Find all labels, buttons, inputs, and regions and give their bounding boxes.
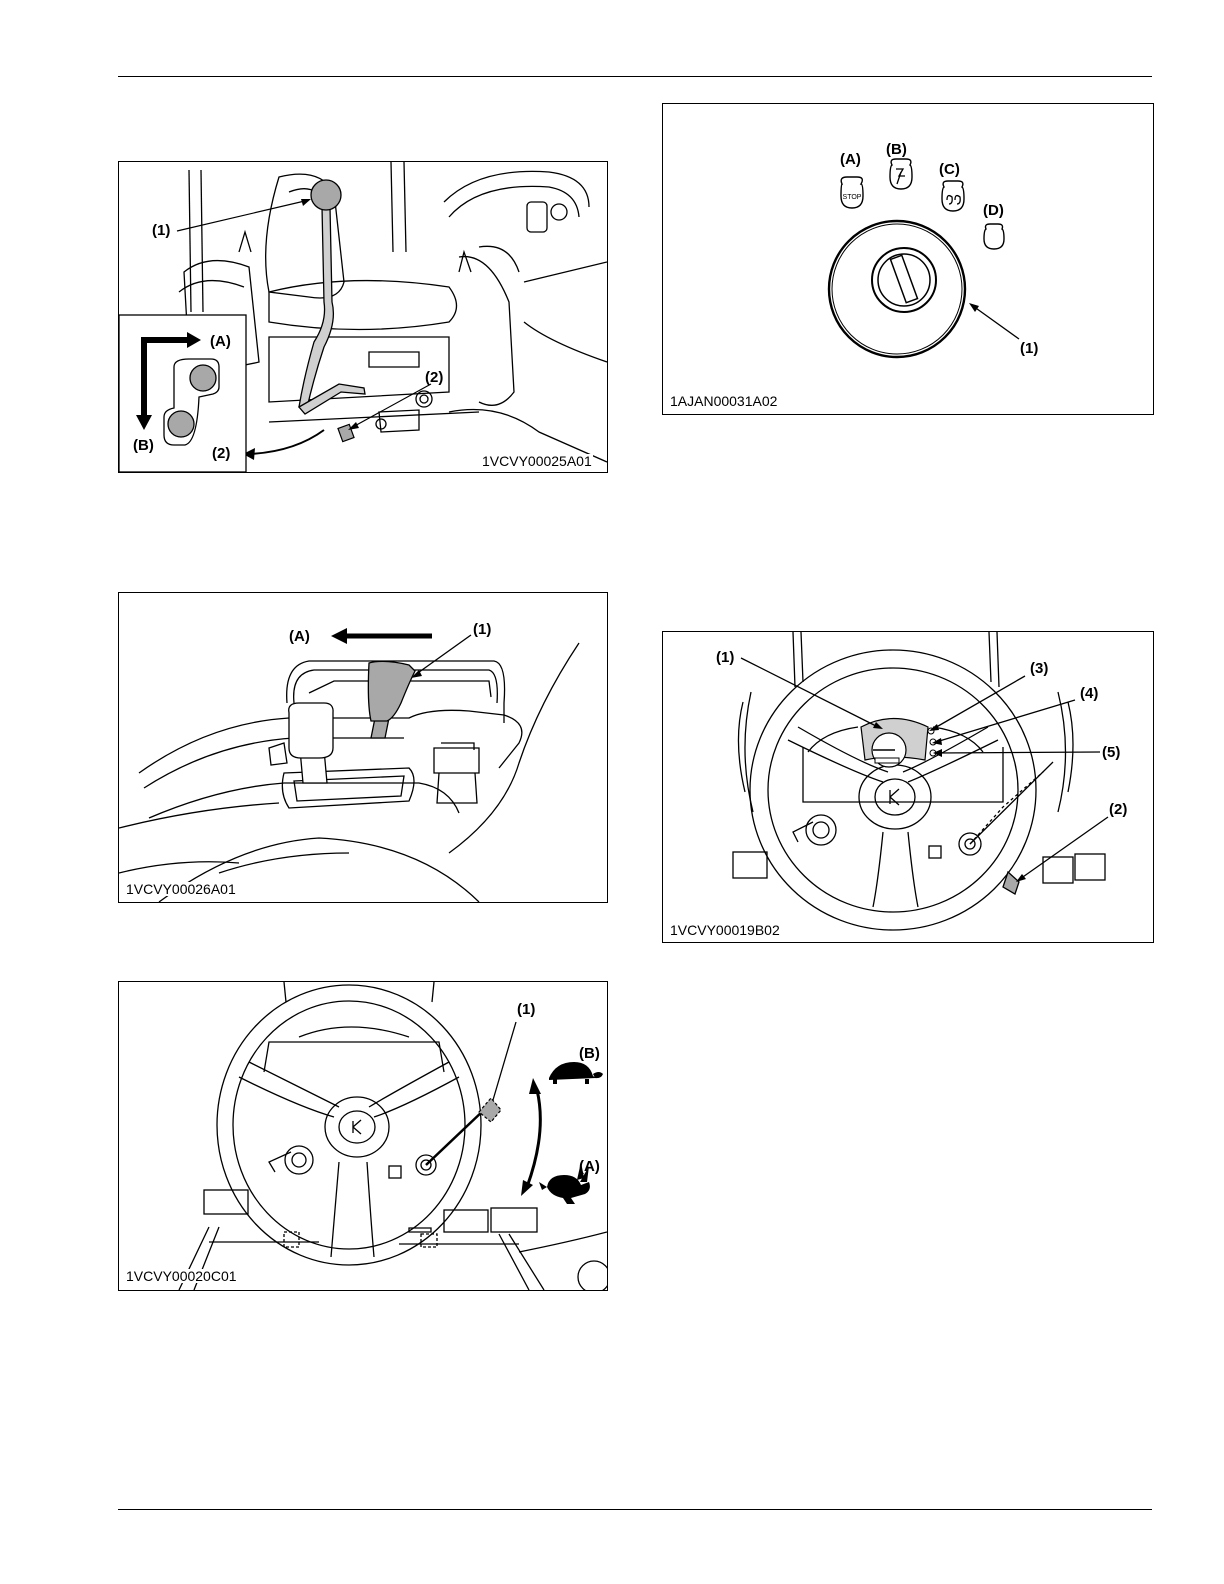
label-throttle-lever: (1) xyxy=(517,1002,535,1017)
label-direction: (A) xyxy=(289,629,310,644)
figure-code: 1AJAN00031A02 xyxy=(669,394,778,408)
parking-lever-illustration xyxy=(119,593,607,902)
label-fast: (A) xyxy=(579,1159,600,1174)
label-position-c: (C) xyxy=(939,162,960,177)
turtle-icon xyxy=(549,1062,603,1084)
figure-code: 1VCVY00025A01 xyxy=(481,454,593,468)
label-slow: (B) xyxy=(579,1046,600,1061)
label-dash-2: (2) xyxy=(1109,802,1127,817)
label-inset-button: (2) xyxy=(212,446,230,461)
figure-code: 1VCVY00019B02 xyxy=(669,923,781,937)
figure-dash-panel: (1) (3) (4) (5) (2) 1VCVY00019B02 xyxy=(662,631,1154,943)
stop-icon-text: STOP xyxy=(843,194,862,201)
label-key-switch: (1) xyxy=(1020,341,1038,356)
figure-range-gear-lever: (1) (2) (A) (B) (2) 1VCVY00025A01 xyxy=(118,161,608,473)
label-dash-3: (3) xyxy=(1030,661,1048,676)
figure-code: 1VCVY00026A01 xyxy=(125,882,237,896)
label-inset-b: (B) xyxy=(133,438,154,453)
footer-rule xyxy=(118,1509,1152,1510)
range-lever-illustration xyxy=(119,162,607,472)
figure-code: 1VCVY00020C01 xyxy=(125,1269,238,1283)
figure-parking-lever: (A) (1) 1VCVY00026A01 xyxy=(118,592,608,903)
figure-key-switch: STOP (A) (B) (C) (D) (1) 1AJAN00031A02 xyxy=(662,103,1154,415)
label-parking-lever: (1) xyxy=(473,622,491,637)
label-lever: (1) xyxy=(152,223,170,238)
figure-throttle: (1) (B) (A) 1VCVY00020C01 xyxy=(118,981,608,1291)
dash-panel-illustration xyxy=(663,632,1153,942)
label-inset-a: (A) xyxy=(210,334,231,349)
header-rule xyxy=(118,76,1152,77)
label-position-b: (B) xyxy=(886,142,907,157)
label-dash-1: (1) xyxy=(716,650,734,665)
label-position-a: (A) xyxy=(840,152,861,167)
label-button: (2) xyxy=(425,370,443,385)
label-dash-5: (5) xyxy=(1102,745,1120,760)
label-dash-4: (4) xyxy=(1080,686,1098,701)
label-position-d: (D) xyxy=(983,203,1004,218)
throttle-illustration xyxy=(119,982,607,1290)
key-switch-illustration: STOP xyxy=(663,104,1153,414)
